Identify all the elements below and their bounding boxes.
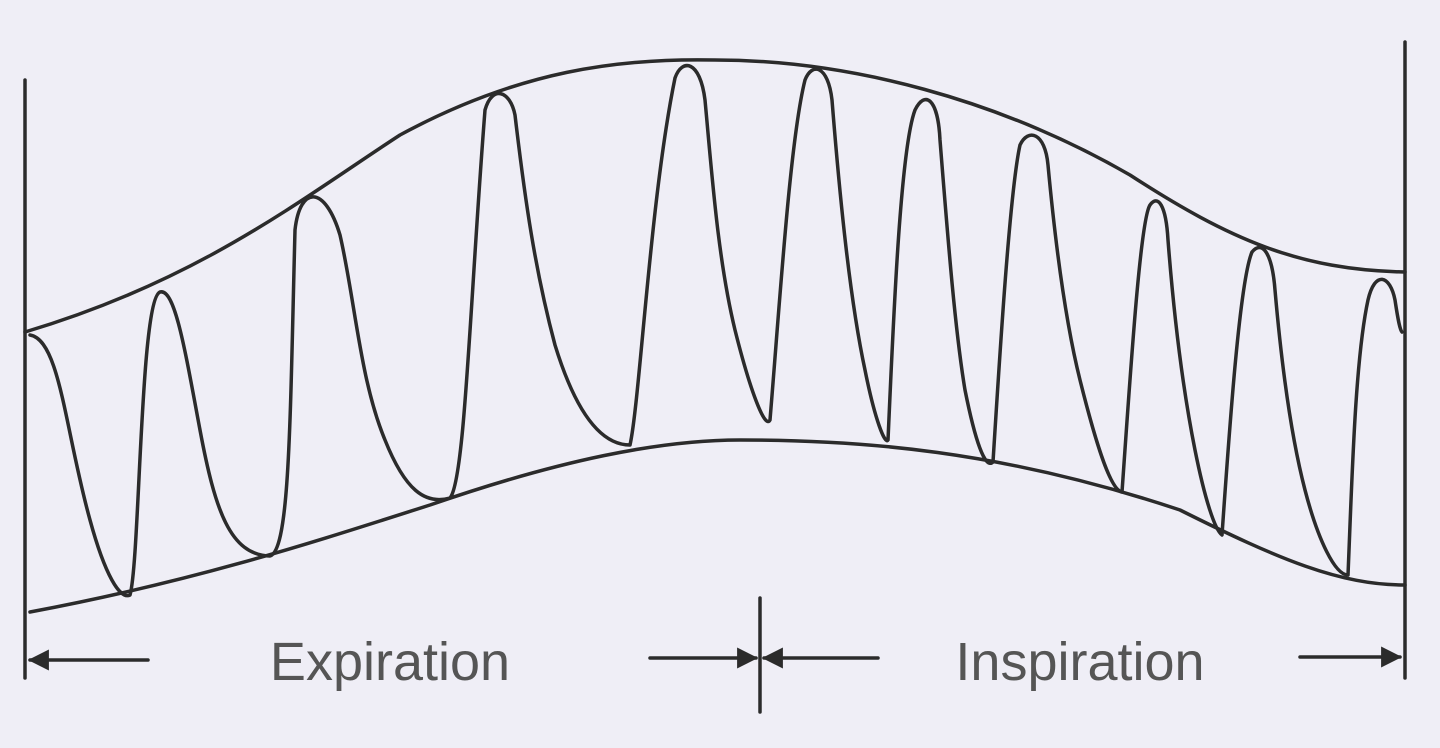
expiration-label: Expiration [270, 632, 510, 692]
inspiration-label: Inspiration [955, 632, 1204, 692]
upper-envelope-curve [23, 58, 1407, 334]
pressure-waveform [28, 64, 1404, 598]
lower-envelope-curve [28, 438, 1407, 614]
